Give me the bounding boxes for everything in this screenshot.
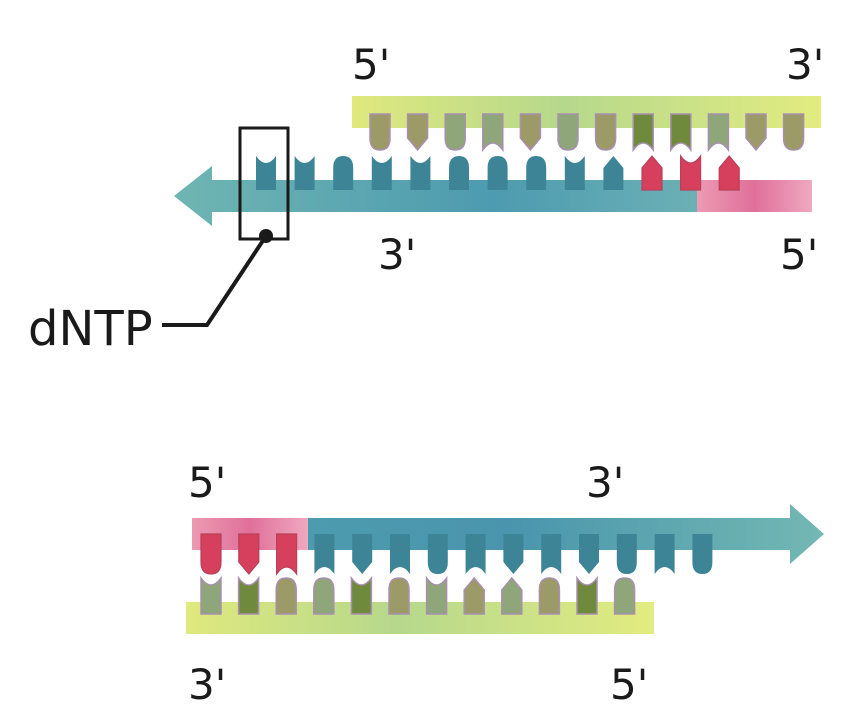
top-new-base bbox=[449, 156, 469, 190]
top-template-base bbox=[444, 113, 466, 151]
bottom-new-base bbox=[390, 534, 410, 574]
bottom-new-5prime-label: 5' bbox=[188, 458, 227, 507]
top-template-5prime-label: 5' bbox=[352, 40, 391, 89]
top-template-base bbox=[482, 113, 504, 153]
top-template-strand bbox=[352, 96, 821, 128]
dntp-label: dNTP bbox=[28, 301, 153, 357]
bottom-new-base bbox=[503, 534, 524, 574]
bottom-new-base bbox=[465, 534, 486, 574]
top-template-3prime-label: 3' bbox=[786, 40, 825, 89]
bottom-template-base bbox=[237, 575, 260, 615]
bottom-template-base bbox=[313, 577, 335, 615]
bottom-new-base bbox=[314, 534, 335, 574]
top-template-base bbox=[406, 113, 429, 152]
top-new-bases bbox=[256, 154, 740, 191]
bottom-template-base bbox=[463, 576, 485, 615]
top-template-base bbox=[557, 113, 579, 151]
top-primer bbox=[697, 180, 812, 212]
bottom-template-base bbox=[501, 576, 523, 615]
dntp-nucleotide bbox=[256, 156, 276, 190]
bottom-template-base bbox=[200, 575, 222, 615]
top-template-base bbox=[782, 113, 805, 151]
top-new-base bbox=[333, 156, 354, 190]
top-new-base bbox=[564, 156, 585, 190]
top-new-base bbox=[371, 156, 392, 190]
bottom-new-base bbox=[579, 534, 599, 574]
bottom-template-strand bbox=[186, 602, 654, 634]
bottom-new-base bbox=[238, 533, 260, 575]
top-template-base bbox=[369, 113, 391, 151]
bottom-new-bases bbox=[200, 533, 713, 576]
top-template-bases bbox=[369, 113, 805, 153]
top-template-base bbox=[707, 113, 730, 153]
bottom-new-base bbox=[200, 533, 222, 575]
bottom-template-3prime-label: 3' bbox=[188, 660, 227, 709]
top-new-base bbox=[603, 156, 624, 190]
top-template-base bbox=[632, 113, 654, 153]
bottom-new-base bbox=[541, 534, 562, 574]
bottom-template-base bbox=[576, 575, 598, 615]
bottom-new-base bbox=[276, 533, 298, 576]
top-new-base bbox=[680, 154, 702, 191]
bottom-panel bbox=[186, 504, 824, 634]
bottom-new-base bbox=[692, 534, 713, 574]
top-new-base bbox=[526, 156, 547, 190]
bottom-template-bases bbox=[200, 575, 636, 615]
top-new-base bbox=[410, 156, 431, 190]
bottom-template-base bbox=[425, 575, 448, 615]
bottom-new-base bbox=[616, 534, 637, 574]
bottom-template-base bbox=[275, 577, 297, 615]
top-panel bbox=[162, 96, 821, 327]
bottom-new-3prime-label: 3' bbox=[586, 458, 625, 507]
top-template-base bbox=[594, 113, 617, 151]
top-new-3prime-label: 3' bbox=[378, 230, 417, 279]
top-template-base bbox=[519, 113, 542, 152]
top-new-5prime-label: 5' bbox=[780, 230, 819, 279]
bottom-template-base bbox=[613, 577, 636, 615]
dntp-callout-dot bbox=[259, 229, 273, 243]
top-template-base bbox=[670, 113, 692, 153]
dntp-callout-line bbox=[162, 234, 268, 327]
bottom-new-base bbox=[352, 534, 373, 574]
bottom-new-base bbox=[654, 534, 675, 574]
bottom-new-base bbox=[427, 534, 448, 574]
bottom-template-base bbox=[538, 577, 561, 615]
bottom-template-base bbox=[350, 575, 373, 615]
top-new-base bbox=[718, 155, 740, 191]
top-new-base bbox=[294, 156, 315, 190]
top-new-base bbox=[487, 156, 508, 190]
bottom-template-base bbox=[388, 577, 410, 615]
top-new-base bbox=[641, 155, 663, 191]
bottom-template-5prime-label: 5' bbox=[610, 660, 649, 709]
top-template-base bbox=[745, 113, 767, 152]
